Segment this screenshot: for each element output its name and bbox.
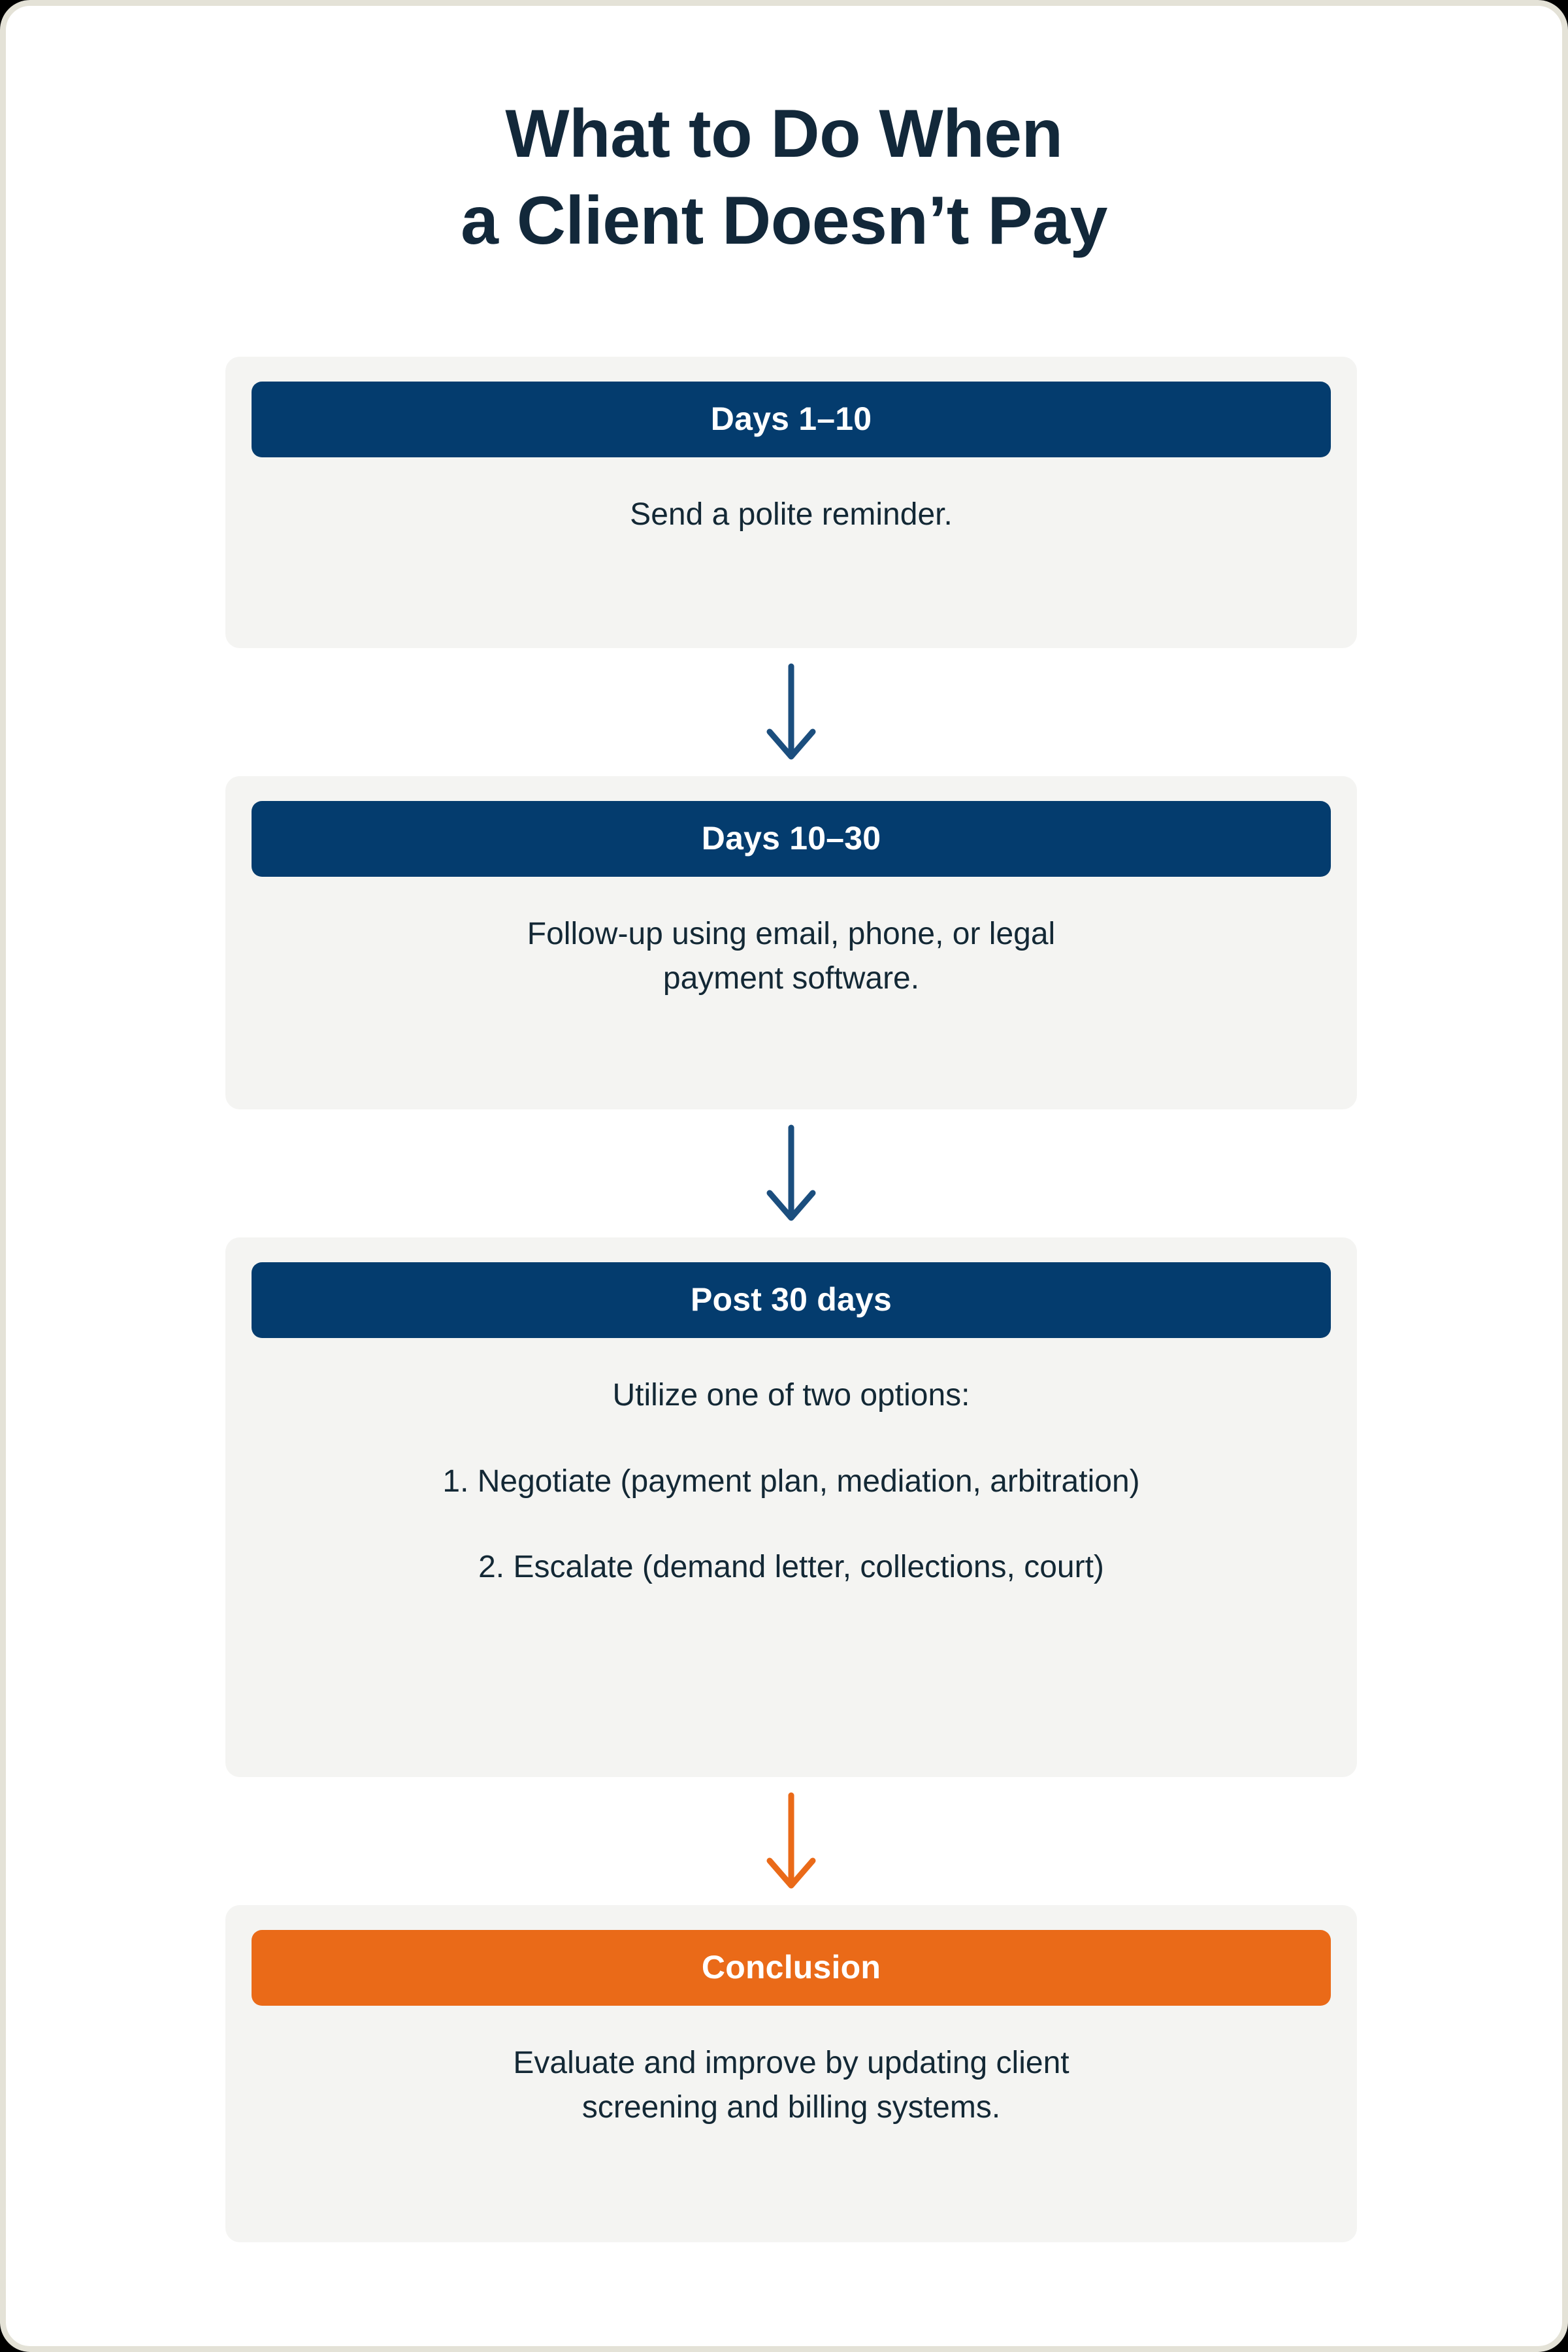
- arrow-down-icon: [766, 1124, 816, 1221]
- step-body-line: payment software.: [662, 961, 920, 996]
- step-card-days-1-10: Days 1–10 Send a polite reminder.: [225, 357, 1357, 648]
- page-title-line-1: What to Do When: [505, 96, 1063, 172]
- page-title-line-2: a Client Doesn’t Pay: [461, 183, 1107, 259]
- step-card-conclusion: Conclusion Evaluate and improve by updat…: [225, 1905, 1357, 2242]
- step-body-post-30-days: Utilize one of two options: 1. Negotiate…: [252, 1338, 1331, 1589]
- step-options-list: 1. Negotiate (payment plan, mediation, a…: [278, 1461, 1305, 1589]
- step-body-line: Evaluate and improve by updating client: [513, 2046, 1070, 2080]
- step-card-days-10-30: Days 10–30 Follow-up using email, phone,…: [225, 776, 1357, 1109]
- step-header-post-30-days: Post 30 days: [252, 1262, 1331, 1338]
- step-body-days-10-30: Follow-up using email, phone, or legal p…: [252, 877, 1331, 1001]
- connector-3: [225, 1777, 1357, 1905]
- step-body-line: Send a polite reminder.: [630, 497, 953, 532]
- infographic-canvas: What to Do When a Client Doesn’t Pay Day…: [6, 6, 1562, 2346]
- step-body-line: Follow-up using email, phone, or legal: [527, 917, 1056, 951]
- step-header-conclusion: Conclusion: [252, 1930, 1331, 2006]
- arrow-down-icon: [766, 663, 816, 760]
- step-options-intro: Utilize one of two options:: [612, 1378, 970, 1413]
- arrow-down-icon: [766, 1792, 816, 1889]
- step-card-post-30-days: Post 30 days Utilize one of two options:…: [225, 1237, 1357, 1777]
- step-header-days-10-30: Days 10–30: [252, 801, 1331, 877]
- step-body-days-1-10: Send a polite reminder.: [252, 457, 1331, 537]
- connector-1: [225, 648, 1357, 776]
- step-header-days-1-10: Days 1–10: [252, 382, 1331, 457]
- process-flow: Days 1–10 Send a polite reminder. Days 1…: [225, 357, 1357, 2242]
- page-title: What to Do When a Client Doesn’t Pay: [6, 91, 1562, 265]
- step-body-line: screening and billing systems.: [581, 2090, 1001, 2125]
- list-item: 2. Escalate (demand letter, collections,…: [478, 1549, 1104, 1584]
- list-item: 1. Negotiate (payment plan, mediation, a…: [442, 1464, 1140, 1499]
- step-body-conclusion: Evaluate and improve by updating client …: [252, 2006, 1331, 2130]
- connector-2: [225, 1109, 1357, 1237]
